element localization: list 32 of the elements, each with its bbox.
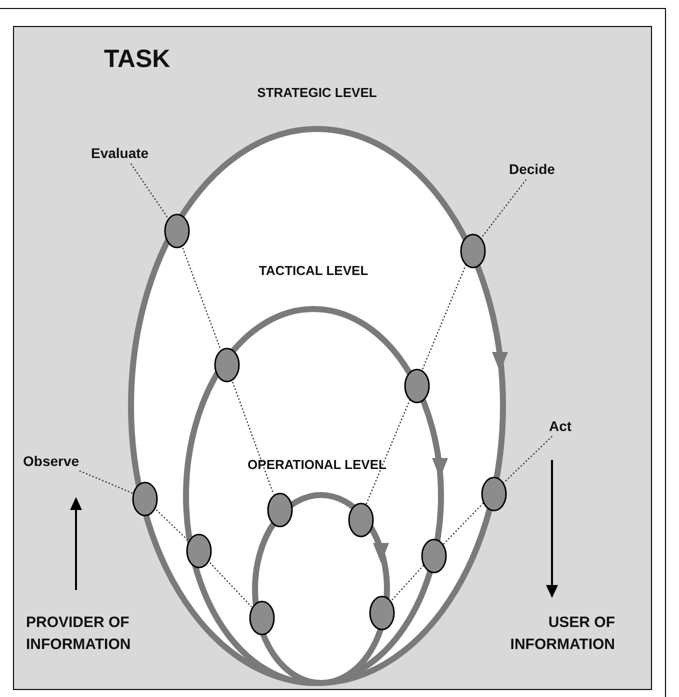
dotted-line (421, 264, 467, 371)
level-label: OPERATIONAL LEVEL (246, 457, 388, 472)
step-label: Evaluate (91, 143, 157, 163)
info-label: PROVIDER OF INFORMATION (26, 613, 132, 655)
node-circle (421, 538, 447, 574)
node-circle (267, 492, 293, 528)
dotted-line (79, 470, 133, 494)
node-circle (132, 481, 158, 517)
step-label: Observe (23, 451, 87, 471)
dotted-line (442, 502, 484, 546)
step-label: Decide (509, 159, 563, 179)
dotted-line (365, 399, 411, 505)
panel-title: TASK (104, 45, 170, 74)
node-circle (369, 595, 395, 631)
node-circle (404, 368, 430, 404)
node-circle (348, 502, 374, 538)
node-circle (186, 533, 212, 569)
info-label: USER OF INFORMATION (509, 613, 615, 655)
dotted-line (130, 163, 168, 218)
dotted-line (480, 179, 527, 240)
node-circle (214, 347, 240, 383)
step-label: Act (549, 416, 581, 436)
node-circle (164, 213, 190, 249)
dotted-line (207, 560, 252, 608)
node-circle (249, 600, 275, 636)
level-label: STRATEGIC LEVEL (256, 85, 378, 100)
dotted-line (390, 564, 424, 602)
dotted-line (502, 436, 553, 484)
level-label: TACTICAL LEVEL (258, 263, 370, 278)
node-circle (481, 476, 507, 512)
node-circle (460, 233, 486, 269)
dotted-line (153, 507, 189, 541)
